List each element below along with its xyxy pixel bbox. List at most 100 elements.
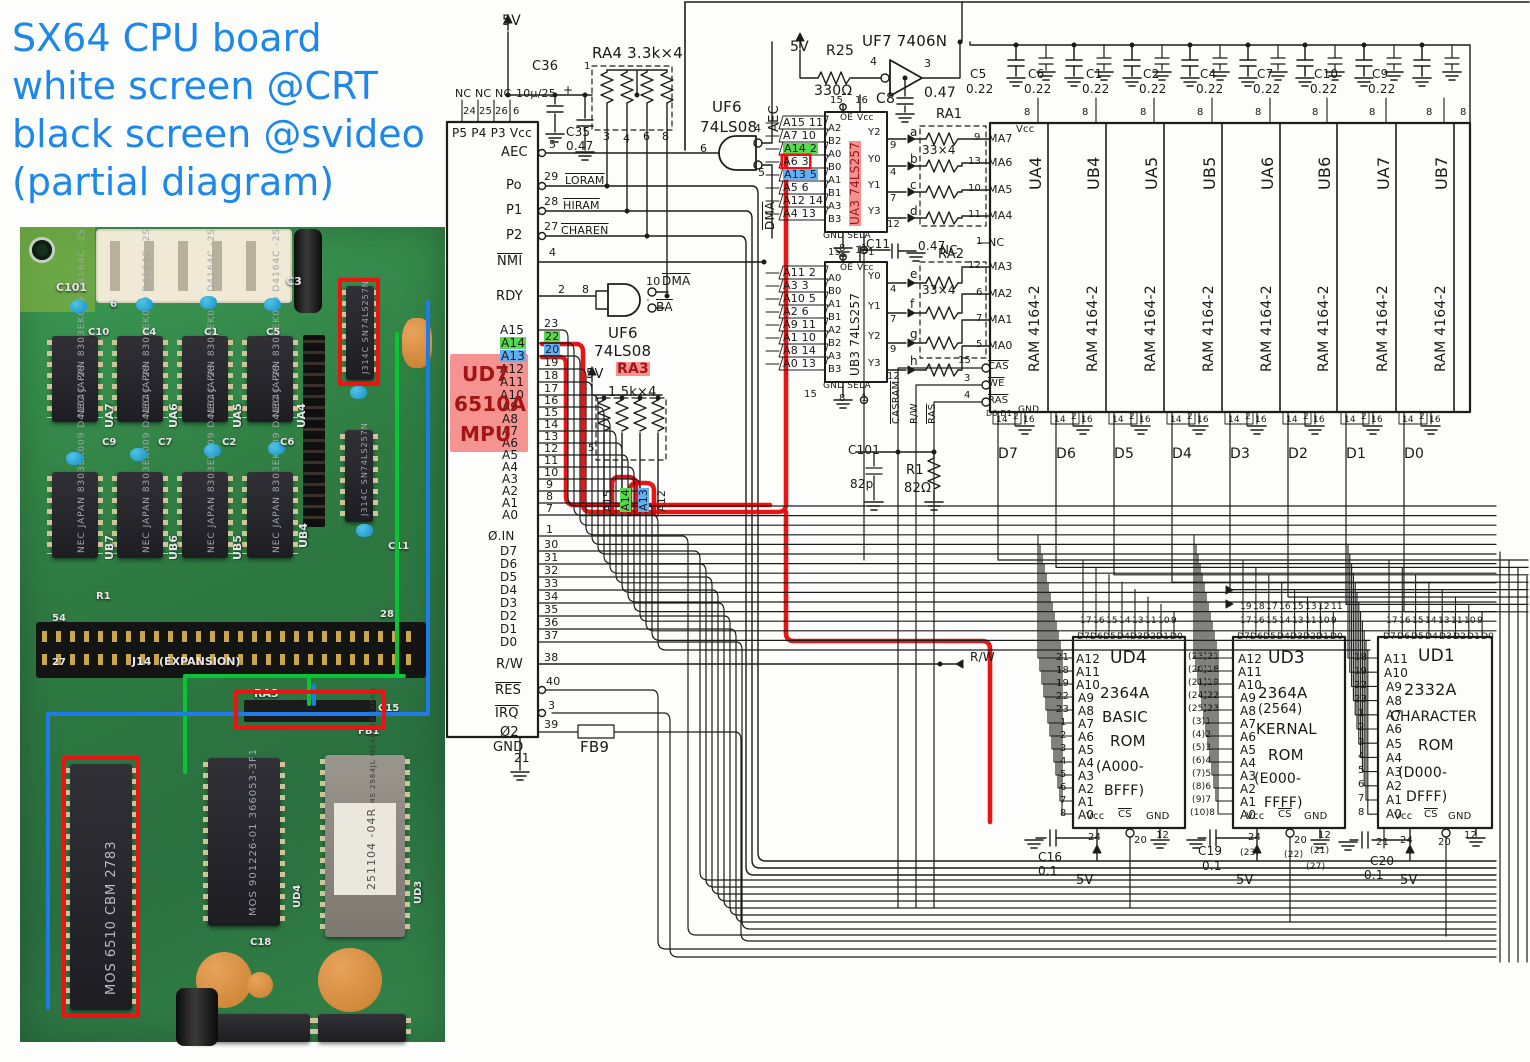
schematic-label: (25)23 bbox=[1188, 704, 1220, 714]
schematic-label: A0 13 bbox=[783, 357, 817, 370]
schematic-label: C5 bbox=[970, 67, 987, 81]
schematic-label: 25 bbox=[479, 106, 493, 117]
schematic-label: (D000- bbox=[1398, 765, 1448, 781]
schematic-label: Y3 bbox=[868, 206, 881, 217]
schematic-label: 17 bbox=[1080, 616, 1092, 626]
schematic-label: 14 bbox=[1279, 616, 1291, 626]
schematic-label: 24 bbox=[1088, 832, 1102, 843]
schematic-label: D3 bbox=[1439, 632, 1453, 642]
schematic-label: UA6 bbox=[1258, 156, 1277, 190]
schematic-label: A2 bbox=[1078, 782, 1095, 796]
schematic-label: D7 bbox=[1077, 632, 1091, 642]
schematic-label: C20 bbox=[1370, 854, 1395, 868]
schematic-label: c bbox=[910, 178, 917, 192]
schematic-label: A0 bbox=[1240, 808, 1257, 822]
schematic-label: FFFF) bbox=[1264, 795, 1303, 811]
schematic-label: Vcc bbox=[1394, 811, 1413, 822]
schematic-label: 5 bbox=[549, 138, 557, 151]
schematic-label: 20 bbox=[1438, 837, 1452, 848]
schematic-label: 16 bbox=[544, 394, 559, 407]
photo-label: C4 bbox=[142, 327, 157, 338]
photo-label: C15 bbox=[378, 703, 400, 714]
schematic-label: 1 bbox=[546, 523, 554, 536]
schematic-label: 23 bbox=[1354, 694, 1368, 705]
schematic-label: RA4 3.3k×4 bbox=[592, 44, 684, 62]
schematic-label: 0.22 bbox=[1082, 82, 1110, 96]
schematic-label: 0.22 bbox=[1196, 82, 1224, 96]
schematic-label: 14 bbox=[1228, 415, 1240, 425]
schematic-label: D1 bbox=[1156, 632, 1170, 642]
photo-label: C6 bbox=[280, 437, 295, 448]
schematic-label: 2332A bbox=[1404, 680, 1457, 699]
photo-label: R1 bbox=[96, 591, 111, 602]
schematic-label: B3 bbox=[828, 214, 842, 225]
pcb-ram-ub4: NEC JAPAN 8303EK009 D4164C -2S bbox=[242, 364, 298, 558]
schematic-label: A12 bbox=[1238, 652, 1263, 666]
schematic-label: A1 bbox=[1240, 795, 1257, 809]
schematic-label: 9 bbox=[974, 132, 981, 143]
schematic-label: 4 bbox=[1358, 751, 1365, 762]
schematic-label: A1 bbox=[502, 496, 519, 510]
photo-label: 6 bbox=[110, 299, 117, 310]
schematic-label: A3 bbox=[1078, 769, 1095, 783]
schematic-label: 12 bbox=[968, 260, 982, 271]
schematic-label: 1 bbox=[976, 236, 983, 247]
schematic-label: B2 bbox=[828, 136, 842, 147]
schematic-label: MPU bbox=[460, 422, 512, 446]
schematic-label: D7 bbox=[1237, 632, 1251, 642]
schematic-label: RA2 bbox=[938, 247, 965, 262]
schematic-label: RAM 4164-2 bbox=[1027, 285, 1043, 372]
schematic-label: R25 bbox=[826, 43, 855, 59]
schematic-label: MA2 bbox=[988, 287, 1013, 300]
schematic-label: 3 bbox=[603, 130, 611, 143]
schematic-label: D3 bbox=[500, 596, 518, 610]
schematic-label: 5V bbox=[790, 39, 809, 55]
schematic-label: D5 bbox=[500, 570, 518, 584]
schematic-label: MA1 bbox=[988, 313, 1013, 326]
schematic-label: Vcc bbox=[857, 113, 874, 123]
schematic-label: 16 bbox=[1371, 415, 1383, 425]
schematic-label: 16 bbox=[1197, 415, 1209, 425]
schematic-label: A6 bbox=[1240, 730, 1257, 744]
schematic-label: DFFF) bbox=[1406, 789, 1448, 805]
schematic-label: D4 bbox=[1172, 446, 1193, 462]
schematic-label: RAM 4164-2 bbox=[1201, 285, 1217, 372]
schematic-label: 2 bbox=[1071, 412, 1077, 422]
schematic-label: (E000- bbox=[1254, 771, 1302, 787]
schematic-label: 10 bbox=[1464, 616, 1476, 626]
schematic-label: Y3 bbox=[868, 358, 881, 369]
schematic-label: + bbox=[563, 83, 574, 97]
schematic-label: 17 bbox=[1240, 616, 1252, 626]
schematic-label: 11 bbox=[1451, 616, 1463, 626]
schematic-label: (21) bbox=[1310, 846, 1330, 856]
schematic-label: D0 bbox=[1404, 446, 1425, 462]
schematic-label: P1 bbox=[506, 203, 523, 218]
schematic-label: A13 5 bbox=[783, 168, 819, 181]
schematic-label: 14 bbox=[1112, 415, 1124, 425]
schematic-label: Y1 bbox=[868, 180, 881, 191]
pcb-eprom-ud3: TMS 2564JL MEA8328 JAPAN 251104 -04R bbox=[320, 687, 410, 937]
photo-label: C1 bbox=[204, 327, 219, 338]
schematic-label: 8 bbox=[1140, 107, 1147, 118]
schematic-label: A5 bbox=[1078, 743, 1095, 757]
schematic-label: 4 bbox=[890, 284, 897, 295]
schematic-label: D4 bbox=[1117, 632, 1131, 642]
schematic-label: C1 bbox=[1086, 67, 1103, 81]
schematic-label: HIRAM bbox=[563, 199, 600, 212]
pcb-orange-cap bbox=[247, 972, 273, 998]
pcb-cpu-6510: MOS 6510 CBM 2783 bbox=[65, 764, 137, 1010]
schematic-label: 9 bbox=[1331, 616, 1337, 626]
schematic-label: (24)22 bbox=[1188, 691, 1220, 701]
schematic-label: 8 bbox=[1060, 808, 1067, 819]
schematic-label: A9 bbox=[502, 400, 519, 414]
schematic-label: C11 bbox=[866, 237, 891, 251]
schematic-label: 5 bbox=[758, 166, 766, 179]
schematic-label: UB3 74LS257 bbox=[848, 292, 862, 376]
schematic-label: (10)8 bbox=[1190, 808, 1216, 818]
schematic-label: 12 bbox=[544, 442, 559, 455]
pcb-ram-ua6: NEC JAPAN 8303EK009 D4164C -2S bbox=[112, 228, 168, 422]
schematic-label: 24 bbox=[1400, 835, 1414, 846]
schematic-label: A9 bbox=[1386, 680, 1403, 694]
photo-label: 54 bbox=[52, 613, 66, 624]
schematic-label: 35 bbox=[544, 603, 559, 616]
